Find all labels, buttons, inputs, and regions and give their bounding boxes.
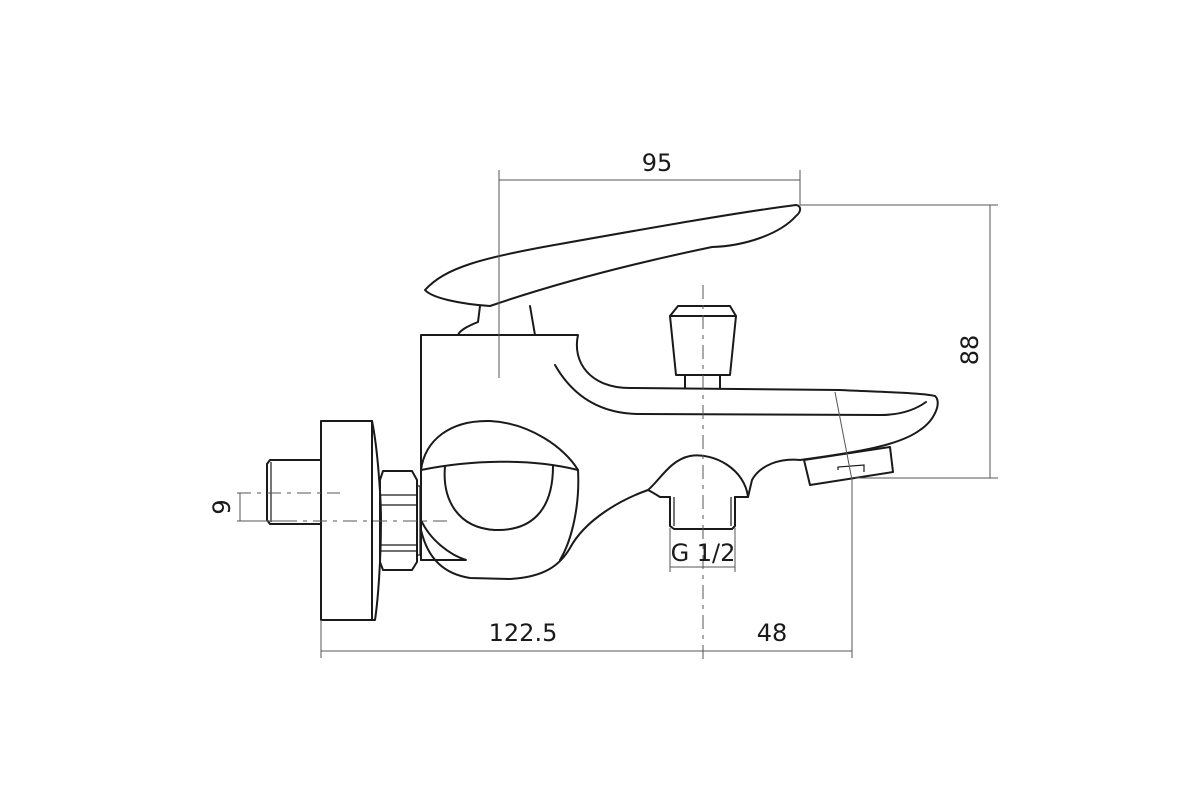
aerator (803, 446, 894, 486)
dimension-lines (237, 170, 998, 658)
dimension-label-122-5: 122.5 (489, 619, 558, 647)
dimension-label-48: 48 (757, 619, 788, 647)
center-lines (237, 285, 853, 660)
handle-lever (424, 204, 802, 336)
dimension-label-95: 95 (642, 149, 673, 177)
dimension-label-88: 88 (956, 335, 984, 366)
cartridge-cover (420, 419, 580, 561)
hex-nut (379, 470, 421, 571)
mixer-body (420, 334, 939, 580)
thread-label-g12: G 1/2 (671, 539, 736, 567)
inlet-pipe (266, 459, 322, 525)
dimension-label-9: 9 (208, 499, 236, 514)
